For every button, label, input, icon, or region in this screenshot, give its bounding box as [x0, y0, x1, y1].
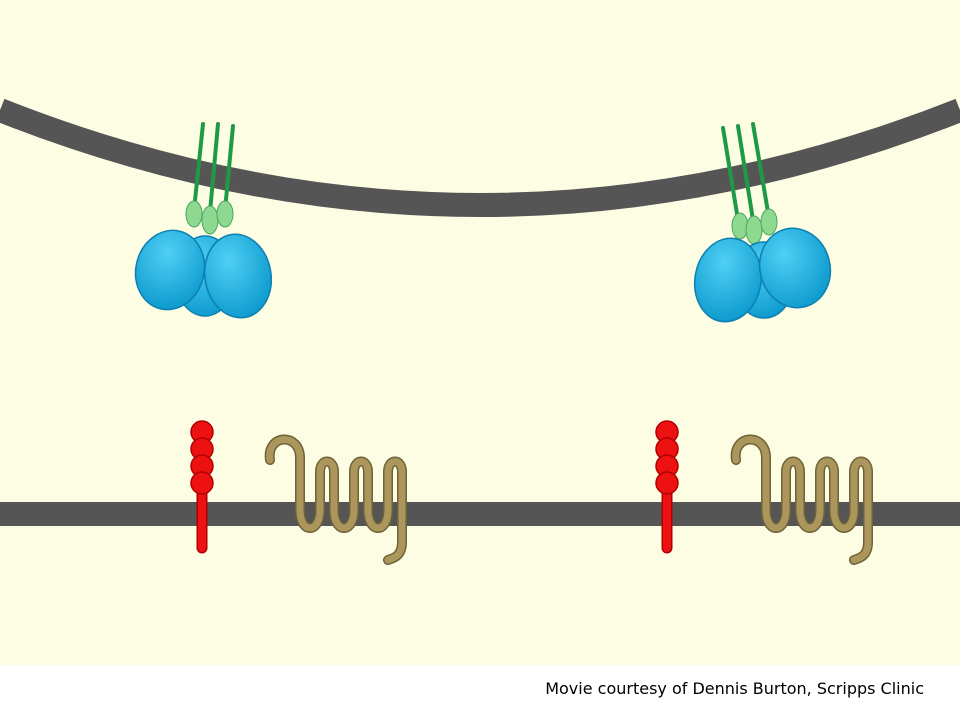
spike-right [693, 122, 832, 323]
spike-right-heads [693, 227, 832, 323]
spike-right-transmembrane [721, 122, 770, 222]
spike-left-stalk [185, 200, 234, 235]
membrane-fusion-diagram [0, 0, 960, 665]
background [0, 0, 960, 665]
spike-right-stalk [731, 208, 778, 245]
credit-caption: Movie courtesy of Dennis Burton, Scripps… [545, 679, 924, 698]
spike-left-transmembrane [192, 122, 235, 214]
spike-left [134, 122, 273, 319]
viral-membrane [0, 98, 960, 217]
spike-left-heads [134, 229, 273, 319]
